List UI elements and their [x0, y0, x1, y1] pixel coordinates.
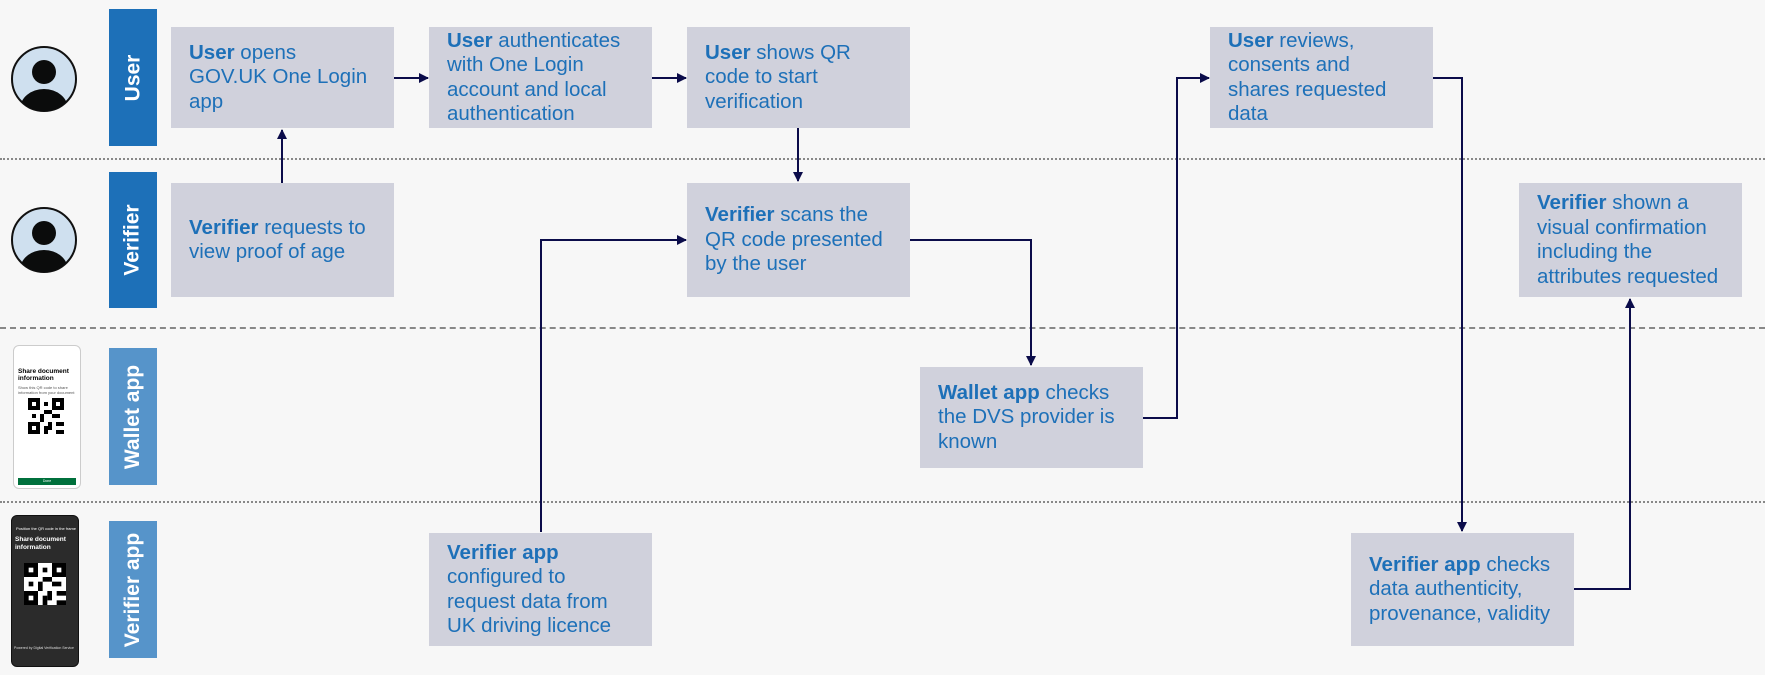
step-wallet-checks-provider: Wallet app checks the DVS provider is kn… — [920, 367, 1143, 468]
verifier-phone-screenshot: Position the QR code in the frame Share … — [11, 515, 79, 667]
arrow-wallet-check-to-user-review — [1143, 73, 1210, 419]
lane-label-wallet-app: Wallet app — [109, 348, 157, 485]
arrow-configured-to-scan — [540, 235, 687, 532]
lane-separator-wallet-verifierapp — [0, 501, 1765, 503]
arrow-scan-to-wallet-check — [910, 239, 1036, 366]
lane-label-verifier: Verifier — [109, 172, 157, 308]
lane-separator-user-verifier — [0, 158, 1765, 160]
step-verifier-requests-proof: Verifier requests to view proof of age — [171, 183, 394, 297]
qr-code-icon — [28, 398, 64, 434]
step-user-opens-app: User opens GOV.UK One Login app — [171, 27, 394, 128]
wallet-phone-title: Share document information — [18, 368, 69, 382]
wallet-phone-subtitle: Show this QR code to share information f… — [18, 385, 75, 395]
wallet-phone-screenshot: Share document information Show this QR … — [13, 345, 81, 489]
step-user-reviews-consents: User reviews, consents and shares reques… — [1210, 27, 1433, 128]
step-verifier-shown-confirmation: Verifier shown a visual confirmation inc… — [1519, 183, 1742, 297]
arrow-user-review-to-app-check — [1432, 77, 1467, 532]
lane-separator-verifier-wallet — [0, 327, 1765, 329]
verifier-phone-title: Share document information — [15, 536, 66, 551]
arrow-app-check-to-confirmation — [1574, 298, 1635, 590]
step-verifier-scans-qr: Verifier scans the QR code presented by … — [687, 183, 910, 297]
qr-code-icon — [24, 563, 66, 605]
verifier-phone-header: Position the QR code in the frame — [15, 526, 77, 531]
verifier-phone-footer: Powered by Digital Verification Service — [14, 646, 74, 650]
verifier-avatar-icon — [10, 206, 78, 274]
step-user-authenticates: User authenticates with One Login accoun… — [429, 27, 652, 128]
step-user-shows-qr: User shows QR code to start verification — [687, 27, 910, 128]
lane-label-user: User — [109, 9, 157, 146]
step-verifier-app-checks-data: Verifier app checks data authenticity, p… — [1351, 533, 1574, 646]
lane-label-verifier-app: Verifier app — [109, 521, 157, 658]
user-avatar-icon — [10, 45, 78, 113]
wallet-phone-done-button: Done — [18, 478, 76, 485]
